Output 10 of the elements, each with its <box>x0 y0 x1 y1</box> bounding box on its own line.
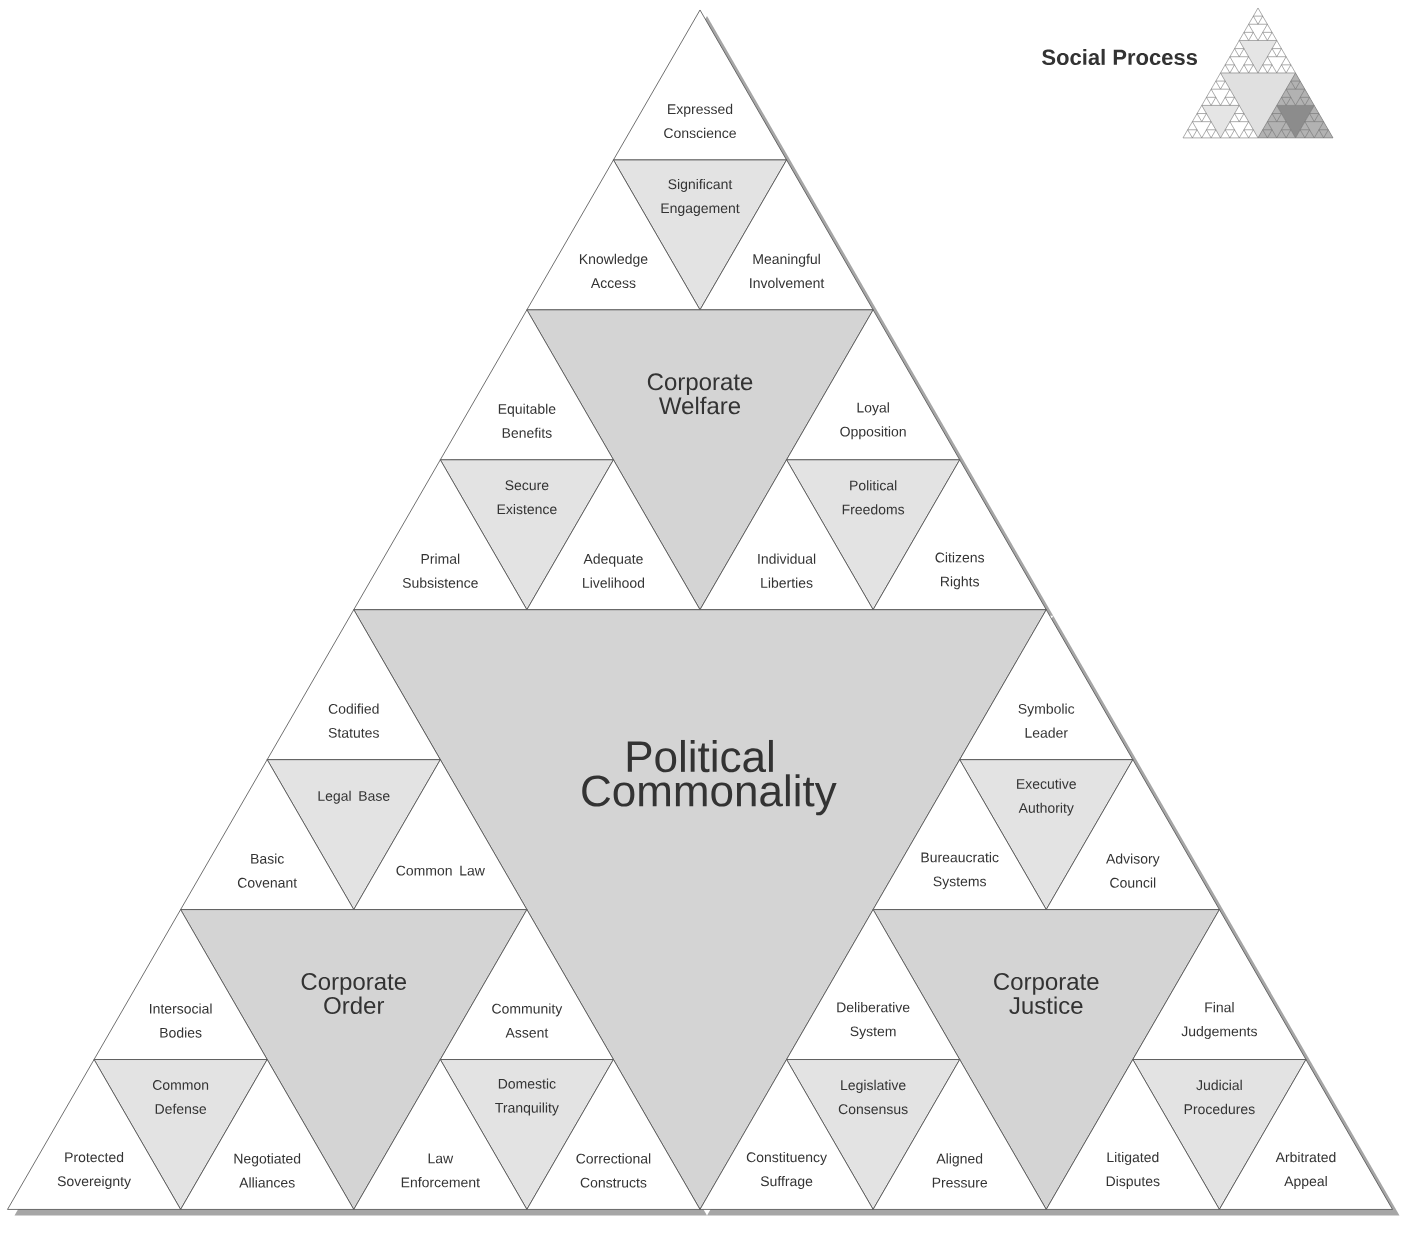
triangle: Loyal Opposition <box>786 309 961 461</box>
triangle: Symbolic Leader <box>959 609 1134 761</box>
triangle: Deliberative System <box>786 909 961 1060</box>
heading: Social Process <box>1042 48 1197 66</box>
triangle: Codified Statutes <box>266 609 441 761</box>
triangle: Community Assent <box>439 909 614 1060</box>
triangle: Intersocial Bodies <box>93 909 268 1060</box>
triangle: Final Judgements <box>1132 909 1307 1060</box>
triangle: Equitable Benefits <box>439 309 614 461</box>
triangle: Expressed Conscience <box>613 9 787 161</box>
